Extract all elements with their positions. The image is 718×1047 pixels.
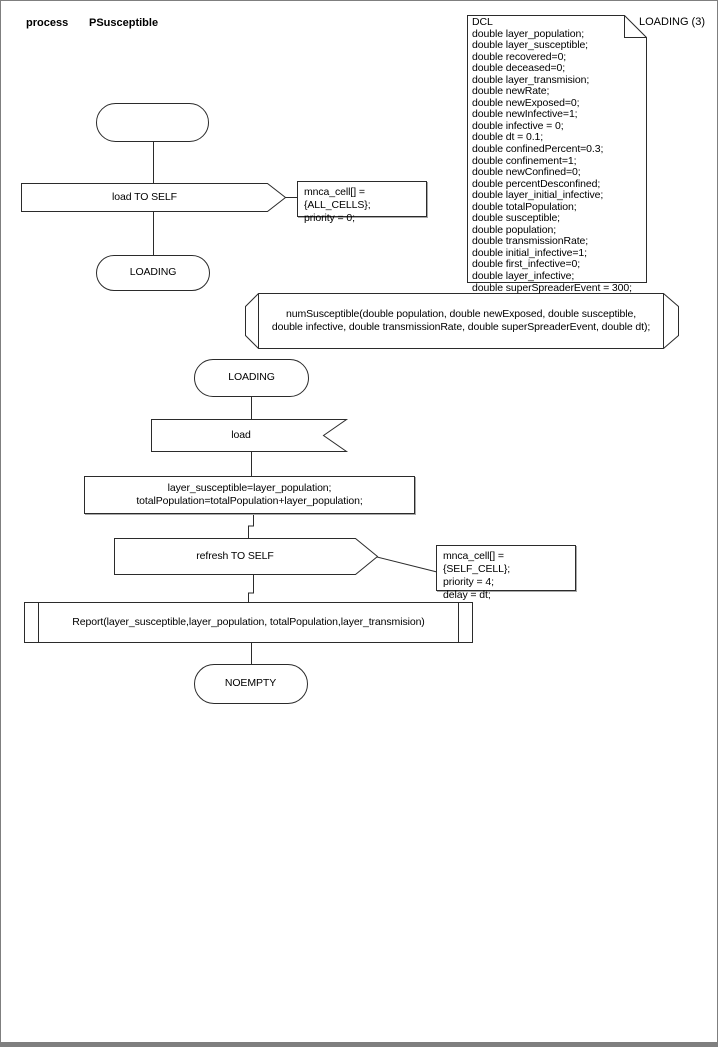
comment-refresh-note[interactable]: mnca_cell[] = {SELF_CELL}; priority = 4;… [436,545,576,601]
connector-output-refresh-to-report[interactable] [248,574,254,603]
state-noempty-symbol[interactable] [194,664,308,704]
process-name: PSusceptible [89,17,159,29]
output-refresh-label: refresh TO SELF [196,549,274,562]
state-loading2-symbol[interactable] [194,359,309,397]
input-load-label: load [231,428,251,441]
procedure-call-report-symbol[interactable] [24,602,473,643]
output-load-symbol[interactable] [21,183,287,212]
connector-task-to-output-refresh[interactable] [248,514,254,539]
dcl-declarations-text: DCL double layer_population; double laye… [472,16,632,294]
state-loading1-label: LOADING [129,266,177,278]
state-loading2-label: LOADING [228,371,275,383]
input-load-symbol[interactable] [151,419,349,452]
connector-output-refresh-to-comment[interactable] [376,556,438,573]
output-refresh-symbol[interactable] [114,538,379,575]
process-keyword: process [26,17,69,29]
procedure-call-report-label: Report(layer_susceptible,layer_populatio… [72,616,425,628]
comment-load-note[interactable]: mnca_cell[] = {ALL_CELLS}; priority = 0; [297,181,427,224]
output-load-label: load TO SELF [112,191,177,203]
dcl-note-symbol[interactable] [467,15,647,283]
start-symbol[interactable] [96,103,209,142]
state-loading1-symbol[interactable] [96,255,210,291]
task-assignment-box[interactable]: layer_susceptible=layer_population; tota… [84,476,415,514]
state-noempty-label: NOEMPTY [224,677,277,689]
page-number-label: LOADING (3) [638,16,705,28]
procedure-signature-text: numSusceptible(double population, double… [271,307,651,333]
procedure-signature-symbol[interactable] [245,293,679,349]
